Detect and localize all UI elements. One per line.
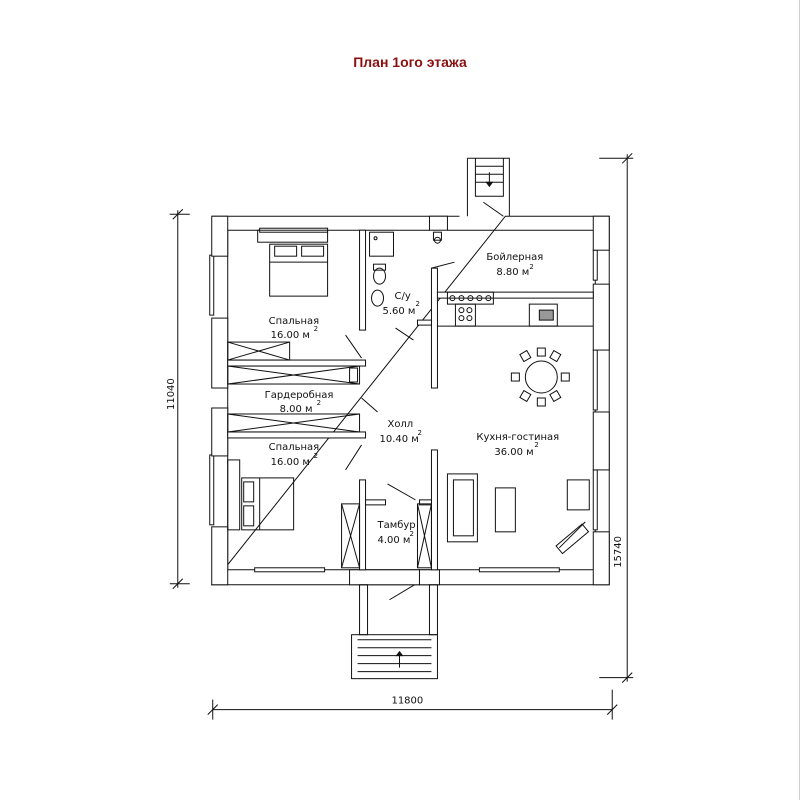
room-area-sup: 2 bbox=[529, 263, 533, 271]
door-swings bbox=[345, 201, 504, 601]
bed-bottom bbox=[227, 459, 295, 531]
room-area-sup: 2 bbox=[314, 325, 318, 333]
room-name: Спальная bbox=[269, 316, 319, 327]
dimension-lines bbox=[169, 152, 634, 720]
room-area: 5.60 м bbox=[383, 306, 416, 317]
room-name: Тамбур bbox=[377, 520, 416, 531]
room-name: Холл bbox=[388, 419, 414, 430]
dimension-width: 11800 bbox=[392, 696, 424, 707]
room-area: 16.00 м bbox=[271, 457, 310, 468]
kitchen-units bbox=[437, 291, 594, 327]
room-name: Кухня-гостиная bbox=[476, 432, 559, 443]
bed-top bbox=[257, 229, 329, 297]
dimension-height-left: 11040 bbox=[166, 378, 177, 410]
room-area: 8.00 м bbox=[280, 404, 313, 415]
room-area: 16.00 м bbox=[271, 330, 310, 341]
room-name: Спальная bbox=[269, 442, 319, 453]
boiler-room-fixtures bbox=[432, 231, 442, 244]
dimension-height-right: 15740 bbox=[613, 536, 624, 568]
dining-table bbox=[510, 347, 570, 407]
rear-porch bbox=[466, 157, 510, 217]
room-area-sup: 2 bbox=[417, 429, 421, 437]
bathroom-fixtures bbox=[369, 231, 395, 307]
room-area-sup: 2 bbox=[409, 530, 413, 538]
sofa-and-tv bbox=[446, 473, 590, 555]
room-area: 4.00 м bbox=[378, 535, 411, 546]
room-area-sup: 2 bbox=[415, 300, 419, 308]
room-area-sup: 2 bbox=[314, 452, 318, 460]
wardrobe-units bbox=[227, 341, 432, 569]
front-porch bbox=[351, 584, 438, 680]
room-area: 10.40 м bbox=[380, 434, 419, 445]
room-area-sup: 2 bbox=[534, 441, 538, 449]
room-labels: Бойлерная 8.80 м 2 С/у 5.60 м 2 Спальная… bbox=[265, 252, 559, 546]
room-area: 8.80 м bbox=[496, 267, 529, 278]
page-title: План 1ого этажа bbox=[353, 54, 467, 70]
room-area-sup: 2 bbox=[317, 399, 321, 407]
room-name: Гардеробная bbox=[265, 390, 334, 401]
interior-walls bbox=[227, 229, 594, 571]
room-name: Бойлерная bbox=[486, 252, 543, 263]
room-name: С/у bbox=[395, 291, 411, 302]
room-area: 36.00 м bbox=[494, 447, 533, 458]
